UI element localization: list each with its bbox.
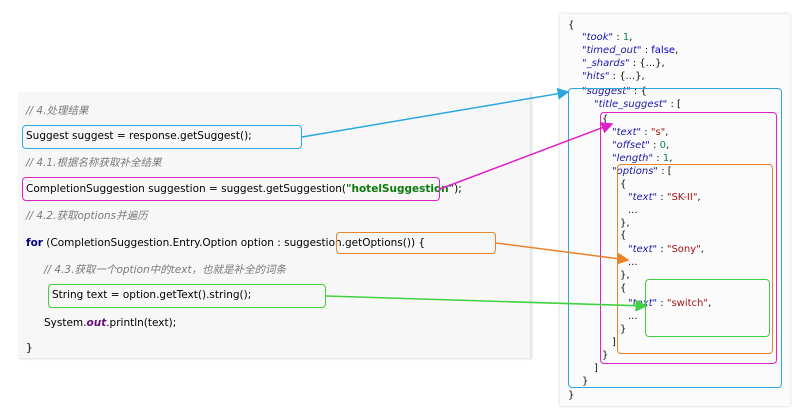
json-shards: "_shards" : {...}, — [582, 58, 665, 69]
json-entry-open: { — [602, 114, 609, 125]
arrow-suggest-to-json — [301, 87, 570, 138]
code-line-get-suggest: Suggest suggest = response.getSuggest(); — [26, 130, 252, 142]
code-close-brace: } — [26, 342, 33, 354]
code-text: .println(text); — [106, 317, 177, 329]
comment-get-text: // 4.3.获取一个option中的text，也就是补全的词条 — [44, 264, 287, 276]
json-option2-close: }, — [620, 270, 630, 281]
json-title-suggest: "title_suggest" : [ — [594, 99, 681, 110]
highlight-box-magenta-json — [600, 112, 777, 364]
json-entry-text: "text" : "s", — [612, 127, 669, 138]
keyword-for: for — [26, 237, 43, 249]
code-text: ) { — [410, 237, 426, 249]
json-option1-ellipsis: ... — [628, 205, 638, 216]
json-entry-offset: "offset" : 0, — [612, 140, 670, 151]
json-title-suggest-close: ] — [594, 363, 598, 374]
comment-get-options: // 4.2.获取options并遍历 — [26, 210, 148, 222]
highlight-box-orange-code — [336, 232, 496, 254]
code-text: ); — [454, 183, 462, 195]
json-suggest: "suggest" : { — [582, 86, 647, 97]
code-text: (CompletionSuggestion.Entry.Option optio… — [42, 237, 342, 249]
highlight-box-blue-json — [568, 88, 782, 388]
code-line-get-suggestion: CompletionSuggestion suggestion = sugges… — [26, 183, 462, 196]
json-option2-ellipsis: ... — [628, 257, 638, 268]
json-entry-length: "length" : 1, — [612, 153, 673, 164]
arrow-suggestion-to-entry — [439, 122, 614, 190]
comment-get-by-name: // 4.1.根据名称获取补全结果 — [26, 157, 162, 169]
code-panel — [18, 92, 531, 358]
suggestion-name-string: "hotelSuggestion" — [346, 183, 455, 195]
json-option3-close: } — [620, 324, 627, 335]
code-line-get-text: String text = option.getText().string(); — [52, 289, 252, 301]
json-option1-open: { — [620, 179, 627, 190]
json-suggest-close: } — [582, 376, 589, 387]
field-out: out — [86, 317, 107, 329]
code-text: CompletionSuggestion suggestion = sugges… — [26, 183, 347, 195]
json-close-brace: } — [568, 390, 575, 401]
arrow-options-to-json — [495, 242, 630, 265]
code-line-for-loop: for (CompletionSuggestion.Entry.Option o… — [26, 237, 425, 250]
json-took: "took" : 1, — [582, 32, 633, 43]
highlight-box-green-code — [48, 284, 326, 308]
json-options: "options" : [ — [612, 166, 672, 177]
highlight-box-blue-code — [22, 125, 302, 149]
json-option2-open: { — [620, 230, 627, 241]
code-text: System. — [44, 317, 87, 329]
json-open-brace: { — [568, 20, 575, 31]
json-timed-out: "timed_out" : false, — [582, 45, 679, 56]
json-panel — [560, 14, 790, 406]
json-option2-text: "text" : "Sony", — [628, 244, 704, 255]
json-option3-open: { — [620, 283, 627, 294]
json-option1-close: }, — [620, 218, 630, 229]
json-hits: "hits" : {...}, — [582, 71, 645, 82]
json-option1-text: "text" : "SK-II", — [628, 192, 701, 203]
json-option3-ellipsis: ... — [628, 311, 638, 322]
arrow-text-to-json — [325, 295, 648, 312]
json-entry-close: } — [602, 350, 609, 361]
comment-process-result: // 4.处理结果 — [26, 105, 89, 117]
code-get-options-call: .getOptions() — [341, 237, 411, 249]
highlight-box-magenta-code — [22, 177, 440, 201]
code-line-println: System.out.println(text); — [44, 317, 176, 330]
json-options-close: ] — [612, 337, 616, 348]
